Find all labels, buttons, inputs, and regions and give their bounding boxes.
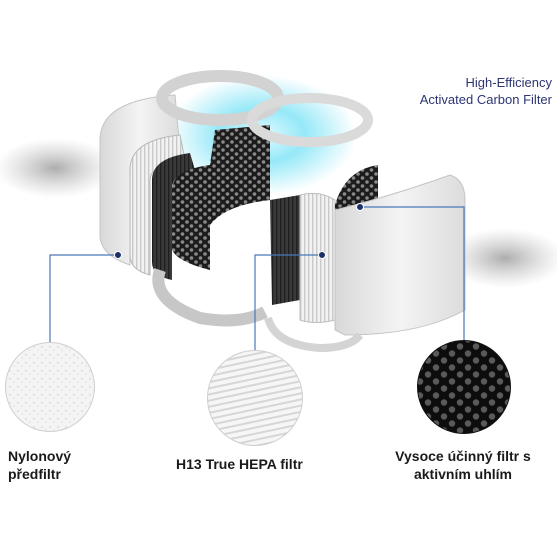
hepa-right-shell (299, 192, 336, 323)
nylon-label-line-1: Nylonový (8, 448, 72, 464)
top-cap-ring-right (247, 93, 373, 147)
nylon-label-line-2: předfiltr (8, 466, 61, 482)
callout-hepa (254, 254, 322, 352)
callout-dot-hepa (318, 251, 326, 259)
bottom-ring-right (264, 316, 364, 353)
callout-dot-nylon (114, 251, 122, 259)
callout-carbon (360, 206, 465, 342)
dust-cloud-left (0, 138, 115, 198)
nylon-swatch (5, 342, 95, 432)
bottom-ring-left (152, 268, 268, 327)
callout-lines (49, 206, 465, 352)
hepa-filter-label: H13 True HEPA filtr (176, 456, 303, 472)
carbon-swatch (417, 340, 511, 434)
carbon-label-line-2: aktivním uhlím (413, 466, 513, 482)
hepa-swatch (207, 350, 303, 446)
callout-dot-carbon (356, 203, 364, 211)
prefilter-right-shell (334, 174, 466, 336)
title-line-1: High-Efficiency (465, 75, 552, 90)
carbon-label-line-1: Vysoce účinný filtr s (395, 448, 531, 464)
dust-cloud-right (445, 228, 557, 288)
product-title: High-Efficiency Activated Carbon Filter (360, 74, 552, 108)
nylon-prefilter-label: Nylonový předfiltr (8, 447, 118, 483)
title-line-2: Activated Carbon Filter (419, 92, 552, 107)
carbon-pleat-left (152, 153, 195, 280)
carbon-mesh-left (172, 125, 270, 270)
callout-nylon (49, 254, 118, 345)
carbon-filter-label: Vysoce účinný filtr s aktivním uhlím (372, 447, 554, 483)
carbon-pleat-right-dark (270, 195, 300, 305)
